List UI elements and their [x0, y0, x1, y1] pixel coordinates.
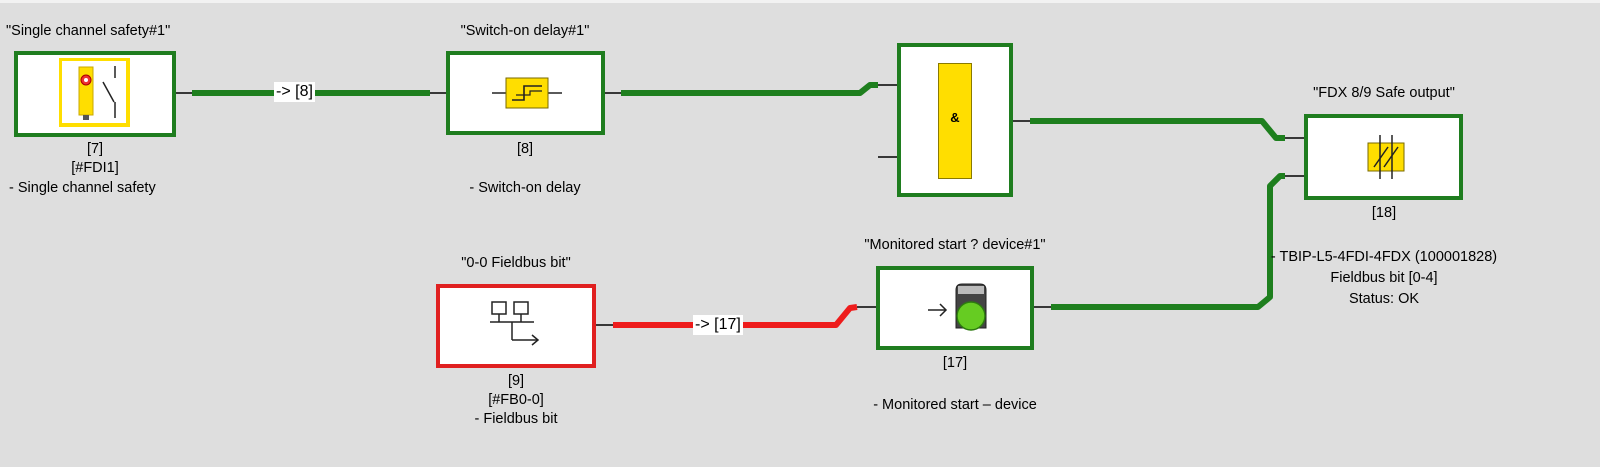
start-button-icon — [928, 283, 987, 331]
block-8-title: "Switch-on delay#1" — [460, 23, 590, 39]
wire-and-to-18 — [1030, 118, 1285, 141]
block-fieldbus-bit[interactable] — [436, 284, 596, 368]
block-17-desc: - Monitored start – device — [873, 397, 1037, 413]
block-switch-on-delay[interactable] — [446, 51, 605, 135]
block-8-desc: - Switch-on delay — [469, 180, 581, 196]
block-8-number: [8] — [516, 141, 534, 157]
block-7-desc: - Single channel safety — [9, 180, 156, 196]
block-9-number: [9] — [507, 373, 525, 389]
safety-switch-icon — [59, 58, 130, 127]
block-18-desc: - TBIP-L5-4FDI-4FDX (100001828) — [1270, 249, 1498, 265]
block-single-channel-safety[interactable] — [14, 51, 176, 137]
block-9-title: "0-0 Fieldbus bit" — [461, 255, 571, 271]
block-17-number: [17] — [942, 355, 968, 371]
block-7-title: "Single channel safety#1" — [6, 23, 171, 39]
link-tag-8[interactable]: -> [8] — [274, 82, 315, 102]
block-18-status: Status: OK — [1348, 291, 1420, 307]
wire-17-to-18 — [1051, 173, 1285, 310]
wire-8-to-and — [621, 82, 878, 96]
and-gate-icon: & — [938, 63, 972, 179]
top-border — [0, 0, 1600, 3]
block-18-detail: Fieldbus bit [0-4] — [1330, 270, 1438, 286]
block-safe-output[interactable] — [1304, 114, 1463, 200]
block-18-title: "FDX 8/9 Safe output" — [1313, 85, 1455, 101]
fieldbus-network-icon — [490, 301, 540, 346]
block-18-number: [18] — [1371, 205, 1397, 221]
block-7-number: [7] — [86, 141, 104, 157]
safe-output-icon — [1367, 135, 1405, 179]
block-9-desc: - Fieldbus bit — [474, 411, 558, 427]
block-7-tag: [#FDI1] — [71, 160, 119, 176]
block-9-tag: [#FB0-0] — [488, 392, 544, 408]
and-gate-symbol: & — [950, 110, 960, 125]
block-monitored-start[interactable] — [876, 266, 1034, 350]
delay-icon — [492, 77, 562, 109]
block-and-gate[interactable]: & — [897, 43, 1013, 197]
link-tag-17[interactable]: -> [17] — [693, 315, 743, 335]
block-17-title: "Monitored start ? device#1" — [864, 237, 1046, 253]
